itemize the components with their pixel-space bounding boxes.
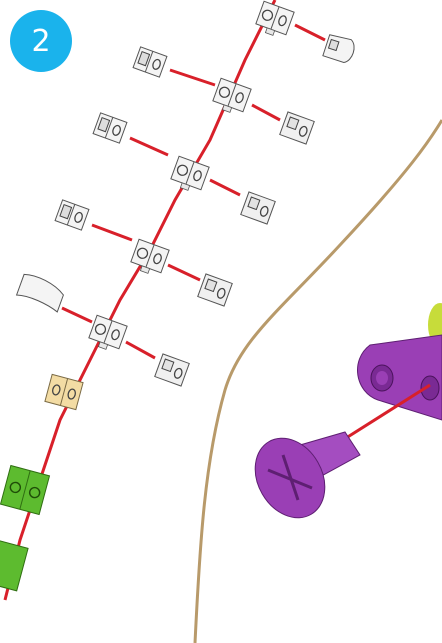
connector-rod: [129, 136, 169, 157]
white-curved-cap: [322, 34, 355, 64]
panel-border: [193, 119, 442, 643]
purple-bar: [357, 334, 442, 421]
connector-rod: [167, 263, 201, 282]
white-connector-block: [86, 314, 128, 355]
purple-screw: [254, 431, 361, 519]
connector-rod: [169, 68, 216, 87]
white-connector-block: [128, 238, 170, 279]
step-number: 2: [31, 23, 51, 59]
white-connector-block: [54, 199, 90, 231]
white-connector-block: [253, 0, 295, 41]
white-connector-block: [168, 155, 210, 196]
connector-rod: [294, 23, 326, 42]
white-connector-block: [279, 111, 315, 145]
white-connector-block: [92, 112, 128, 144]
step-number-badge: 2: [10, 10, 72, 72]
connector-rod: [125, 340, 156, 360]
connector-rod: [251, 103, 281, 122]
white-connector-block: [132, 46, 168, 78]
connector-rod: [334, 383, 431, 447]
white-connector-block: [210, 77, 252, 118]
green-connector-block: [0, 538, 29, 592]
connector-rod: [209, 178, 241, 197]
white-connector-block: [154, 353, 190, 387]
connector-rod: [91, 223, 133, 242]
white-connector-block: [197, 273, 233, 307]
green-connector-block: [0, 464, 51, 516]
white-connector-block: [240, 191, 276, 225]
white-curved-cap: [15, 273, 64, 313]
tan-connector-block: [44, 373, 84, 411]
connector-rod: [61, 306, 93, 324]
